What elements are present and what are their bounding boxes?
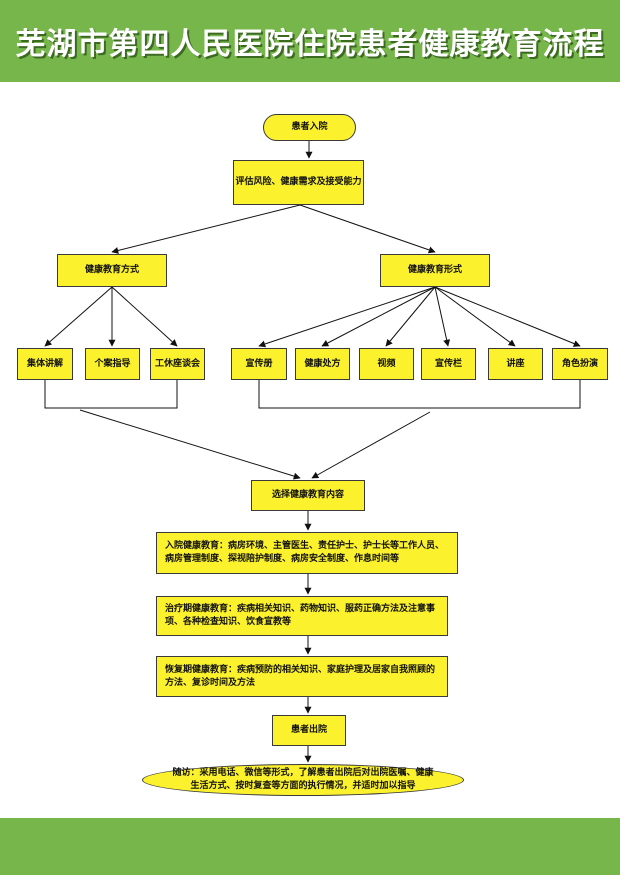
- form-item: 宣传栏: [421, 348, 476, 380]
- form-item: 健康处方: [295, 348, 350, 380]
- page-title: 芜湖市第四人民医院住院患者健康教育流程: [15, 27, 605, 62]
- footer-band: [0, 818, 620, 875]
- form-item: 讲座: [488, 348, 543, 380]
- recovery-education-text: 恢复期健康教育：疾病预防的相关知识、家庭护理及居家自我照顾的方法、复诊时间及方法: [165, 664, 436, 688]
- header-band: [0, 0, 620, 82]
- method-item: 个案指导: [85, 348, 140, 380]
- method-item: 工休座谈会: [150, 348, 205, 380]
- forms-node: 健康教育形式: [380, 254, 490, 287]
- followup-text: 随访：采用电话、微信等形式，了解患者出院后对出院医嘱、健康生活方式、按时复查等方…: [172, 768, 434, 791]
- assess-node: 评估风险、健康需求及接受能力: [233, 160, 364, 205]
- form-item: 视频: [359, 348, 414, 380]
- admission-education-node: 入院健康教育：病房环境、主管医生、责任护士、护士长等工作人员、病房管理制度、探视…: [156, 532, 458, 574]
- followup-node: 随访：采用电话、微信等形式，了解患者出院后对出院医嘱、健康生活方式、按时复查等方…: [142, 764, 464, 796]
- methods-node: 健康教育方式: [57, 254, 167, 287]
- treatment-education-text: 治疗期健康教育：疾病相关知识、药物知识、服药正确方法及注意事项、各种检查知识、饮…: [165, 604, 436, 627]
- form-item: 角色扮演: [552, 348, 608, 380]
- method-item: 集体讲解: [17, 348, 73, 380]
- admission-education-text: 入院健康教育：病房环境、主管医生、责任护士、护士长等工作人员、病房管理制度、探视…: [165, 541, 445, 564]
- treatment-education-node: 治疗期健康教育：疾病相关知识、药物知识、服药正确方法及注意事项、各种检查知识、饮…: [156, 596, 448, 636]
- form-item: 宣传册: [231, 348, 287, 380]
- admission-node: 患者入院: [263, 114, 356, 141]
- discharge-node: 患者出院: [272, 715, 346, 746]
- recovery-education-node: 恢复期健康教育：疾病预防的相关知识、家庭护理及居家自我照顾的方法、复诊时间及方法: [156, 656, 448, 697]
- select-content-node: 选择健康教育内容: [251, 480, 365, 511]
